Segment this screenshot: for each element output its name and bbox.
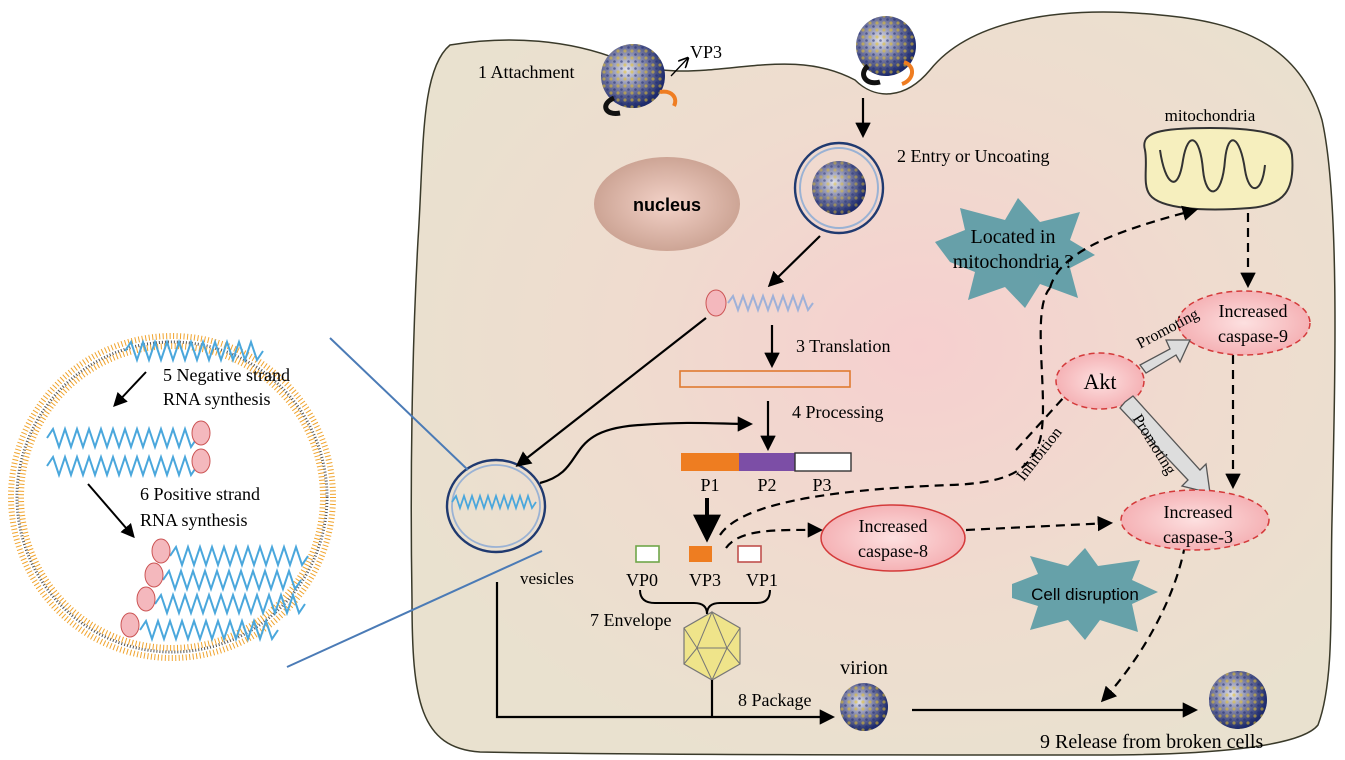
caspase3-label-2: caspase-3: [1163, 527, 1233, 547]
arrow-vesicle-to-processing: [539, 416, 754, 485]
virion-label: virion: [840, 657, 888, 679]
dashed-vp3-to-caspase8: [725, 522, 824, 549]
p1-label: P1: [700, 475, 719, 495]
arrow-negative: [113, 371, 147, 408]
vp1-box: [737, 545, 762, 563]
polyprotein: [679, 370, 851, 388]
replication-vesicle: [445, 458, 547, 554]
zoom-line-top: [329, 337, 469, 471]
dashed-vp3-to-mitochondria: [719, 287, 1051, 536]
package-label: 8 Package: [738, 690, 811, 710]
vp3-top-label: VP3: [690, 42, 722, 62]
caspase9-node: [1177, 290, 1311, 356]
viral-rna-translation: [705, 289, 814, 317]
negative-strand-rna: [124, 338, 264, 364]
release-label: 9 Release from broken cells: [1040, 731, 1263, 753]
caspase3-label-1: Increased: [1164, 502, 1233, 522]
caspase8-label-1: Increased: [859, 516, 928, 536]
caspase9-label-1: Increased: [1219, 301, 1288, 321]
vp0-box: [635, 545, 660, 563]
caspase3-node: [1120, 489, 1270, 551]
mitochondria-label: mitochondria: [1165, 106, 1256, 125]
vp-bracket: [639, 589, 771, 615]
caspase9-label-2: caspase-9: [1218, 326, 1288, 346]
entering-virion: [856, 16, 916, 86]
endosome: [793, 141, 885, 235]
arrow-positive: [87, 483, 135, 539]
vp3-pointer: [670, 58, 688, 77]
processing-label: 4 Processing: [792, 402, 884, 422]
akt-label: Akt: [1084, 369, 1117, 394]
attachment-label: 1 Attachment: [478, 62, 574, 82]
vp0-label: VP0: [626, 570, 658, 590]
p3-label: P3: [812, 475, 831, 495]
entry-label: 2 Entry or Uncoating: [897, 146, 1049, 166]
released-virion: [1209, 671, 1267, 729]
located-in-mitochondria-star: [935, 198, 1095, 308]
vp3-label: VP3: [689, 570, 721, 590]
arrow-to-rna: [767, 235, 821, 288]
nucleus-label: nucleus: [633, 195, 701, 215]
cell-disruption-label: Cell disruption: [1031, 585, 1139, 604]
double-strand-rna: [46, 420, 211, 479]
dashed-to-mitochondria: [1048, 205, 1198, 289]
vesicles-label: vesicles: [520, 569, 574, 588]
zoomed-vesicle: [8, 333, 336, 661]
located-label-2: mitochondria ?: [953, 251, 1074, 273]
attaching-virion: [601, 44, 678, 116]
new-virion: [840, 683, 888, 731]
package-path: [495, 582, 714, 719]
negative-strand-label-1: 5 Negative strand: [163, 365, 290, 385]
vp1-label: VP1: [746, 570, 778, 590]
positive-strand-rna-copies: [120, 538, 309, 643]
cell-disruption-star: [1012, 548, 1158, 640]
mitochondrion: [1143, 126, 1294, 211]
caspase8-label-2: caspase-8: [858, 541, 928, 561]
positive-strand-label-1: 6 Positive strand: [140, 484, 260, 504]
negative-strand-label-2: RNA synthesis: [163, 389, 271, 409]
vp3-box: [689, 546, 712, 562]
caspase8-node: [820, 504, 966, 572]
envelope-label: 7 Envelope: [590, 610, 671, 630]
positive-strand-label-2: RNA synthesis: [140, 510, 248, 530]
arrow-rna-to-vesicle: [515, 317, 707, 467]
dashed-caspase3-to-release: [1100, 544, 1187, 703]
dashed-caspase8-to-caspase3: [965, 515, 1114, 532]
nucleus: [594, 157, 740, 251]
akt-node: [1055, 352, 1145, 410]
zoom-line-bottom: [286, 550, 543, 668]
located-label-1: Located in: [971, 226, 1056, 248]
translation-label: 3 Translation: [796, 336, 891, 356]
cleaved-precursors: [681, 452, 852, 472]
promoting-arrow-to-caspase9: [1139, 339, 1192, 374]
p2-label: P2: [757, 475, 776, 495]
